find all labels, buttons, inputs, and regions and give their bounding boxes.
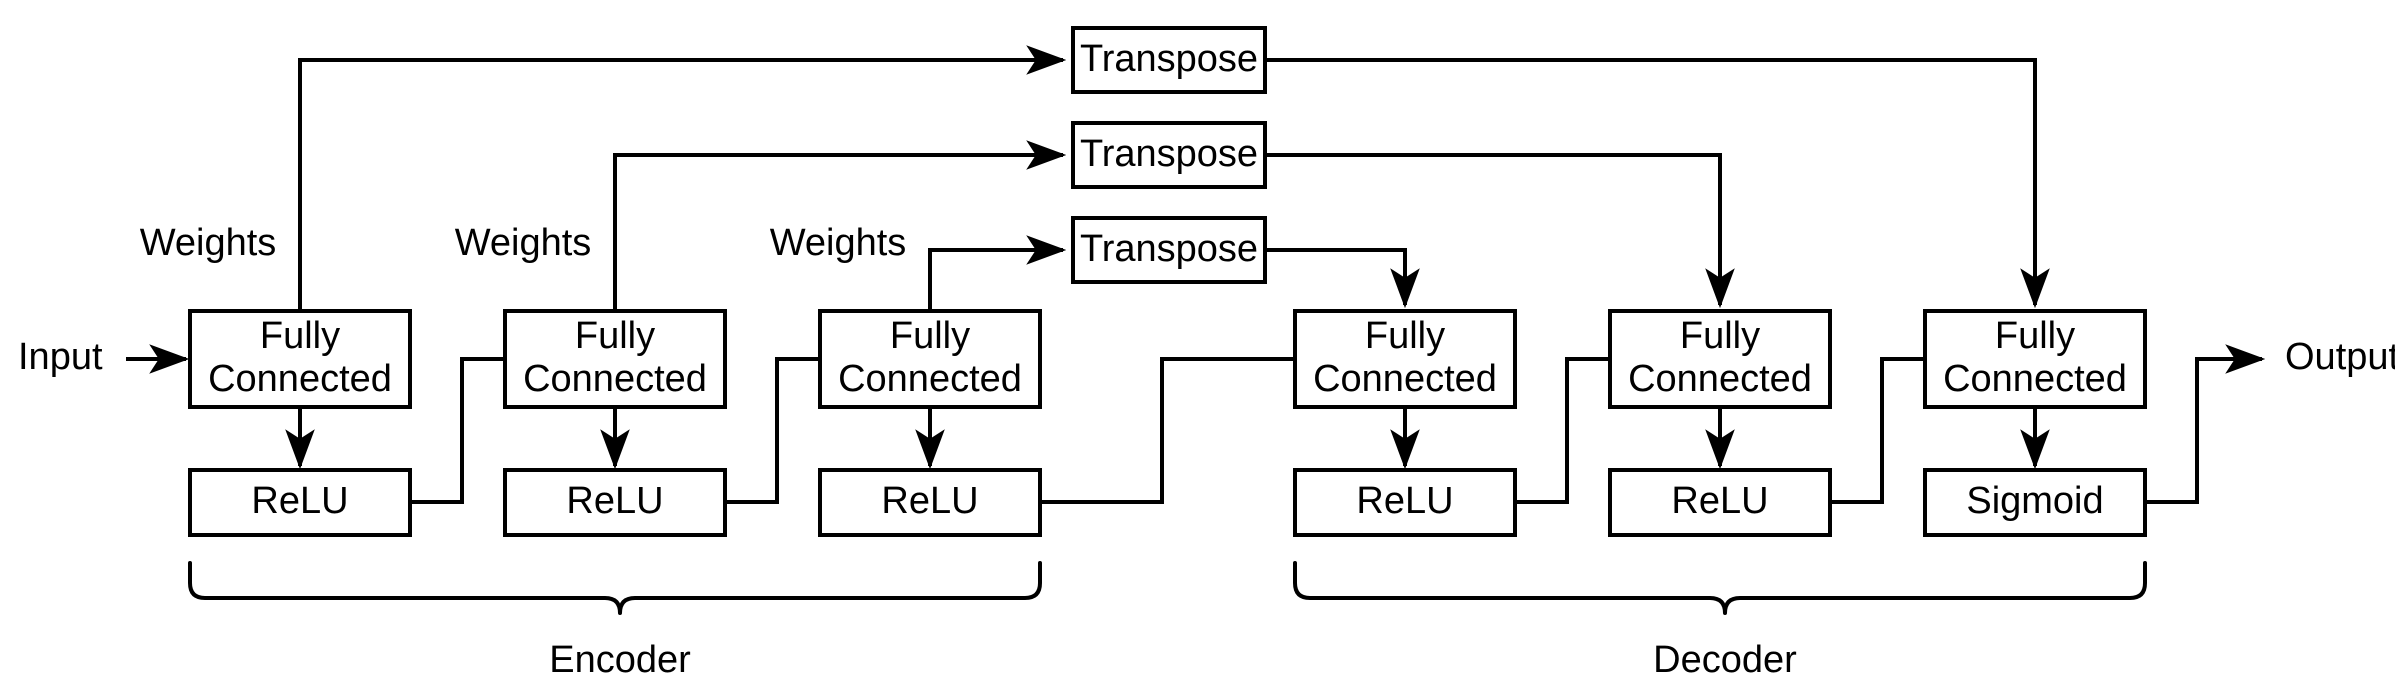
transpose-node-3[interactable]: Transpose — [1071, 216, 1267, 284]
weights-label-2: Weights — [455, 222, 592, 264]
decoder-layer-2-activation[interactable]: ReLU — [1608, 468, 1832, 537]
edge-weights1-to-transpose1 — [298, 45, 1067, 311]
activation-label-6: Sigmoid — [1966, 480, 2103, 522]
fc-box-1 — [188, 309, 412, 409]
fc-box-3 — [818, 309, 1042, 409]
decoder-layer-1-dense[interactable]: Fully Connected — [1293, 309, 1517, 409]
fc-label-3-line1: Fully — [890, 315, 970, 357]
edge-transpose1-to-fc6 — [1265, 58, 2050, 309]
input-label: Input — [18, 336, 103, 378]
decoder-layer-3-activation[interactable]: Sigmoid — [1923, 468, 2147, 537]
fc-box-4 — [1293, 309, 1517, 409]
weights-label-3: Weights — [770, 222, 907, 264]
decoder-layer-1-activation[interactable]: ReLU — [1293, 468, 1517, 537]
encoder-layer-2-dense[interactable]: Fully Connected — [503, 309, 727, 409]
activation-label-1: ReLU — [251, 480, 348, 522]
edge-relu3-to-fc4 — [1040, 344, 1405, 504]
fc-box-5 — [1608, 309, 1832, 409]
decoder-group-label: Decoder — [1653, 639, 1797, 681]
transpose-label-3: Transpose — [1080, 228, 1258, 270]
activation-box-3 — [818, 468, 1042, 537]
activation-box-6 — [1923, 468, 2147, 537]
encoder-layer-3-dense[interactable]: Fully Connected — [818, 309, 1042, 409]
fc-label-1-line2: Connected — [208, 358, 392, 400]
activation-box-1 — [188, 468, 412, 537]
activation-label-3: ReLU — [881, 480, 978, 522]
edge-weights2-to-transpose2 — [613, 140, 1067, 311]
activation-label-5: ReLU — [1671, 480, 1768, 522]
encoder-group-label: Encoder — [549, 639, 691, 681]
transpose-box-1 — [1071, 26, 1267, 94]
fc-label-2-line2: Connected — [523, 358, 707, 400]
transpose-node-1[interactable]: Transpose — [1071, 26, 1267, 94]
transpose-box-2 — [1071, 121, 1267, 189]
edge-weights3-to-transpose3 — [928, 235, 1067, 311]
decoder-layer-2-dense[interactable]: Fully Connected — [1608, 309, 1832, 409]
encoder-layer-1-dense[interactable]: Fully Connected — [188, 309, 412, 409]
fc-box-2 — [503, 309, 727, 409]
edge-transpose2-to-fc5 — [1265, 153, 1735, 309]
fc-label-4-line2: Connected — [1313, 358, 1497, 400]
encoder-brace — [188, 561, 1042, 615]
edge-transpose3-to-fc4 — [1265, 248, 1420, 309]
encoder-layer-2-activation[interactable]: ReLU — [503, 468, 727, 537]
fc-label-5-line1: Fully — [1680, 315, 1760, 357]
decoder-brace — [1293, 561, 2147, 615]
transpose-box-3 — [1071, 216, 1267, 284]
activation-label-2: ReLU — [566, 480, 663, 522]
activation-label-4: ReLU — [1356, 480, 1453, 522]
edge-sigmoid-to-output — [2145, 344, 2266, 504]
fc-label-2-line1: Fully — [575, 315, 655, 357]
decoder-layer-3-dense[interactable]: Fully Connected — [1923, 309, 2147, 409]
encoder-layer-3-activation[interactable]: ReLU — [818, 468, 1042, 537]
fc-label-6-line2: Connected — [1943, 358, 2127, 400]
fc-label-6-line1: Fully — [1995, 315, 2075, 357]
activation-box-4 — [1293, 468, 1517, 537]
fc-box-6 — [1923, 309, 2147, 409]
output-label: Output — [2285, 336, 2395, 378]
fc-label-1-line1: Fully — [260, 315, 340, 357]
activation-box-5 — [1608, 468, 1832, 537]
transpose-node-2[interactable]: Transpose — [1071, 121, 1267, 189]
activation-box-2 — [503, 468, 727, 537]
weights-label-1: Weights — [140, 222, 277, 264]
fc-label-4-line1: Fully — [1365, 315, 1445, 357]
fc-label-5-line2: Connected — [1628, 358, 1812, 400]
transpose-label-1: Transpose — [1080, 38, 1258, 80]
fc-label-3-line2: Connected — [838, 358, 1022, 400]
encoder-layer-1-activation[interactable]: ReLU — [188, 468, 412, 537]
transpose-label-2: Transpose — [1080, 133, 1258, 175]
